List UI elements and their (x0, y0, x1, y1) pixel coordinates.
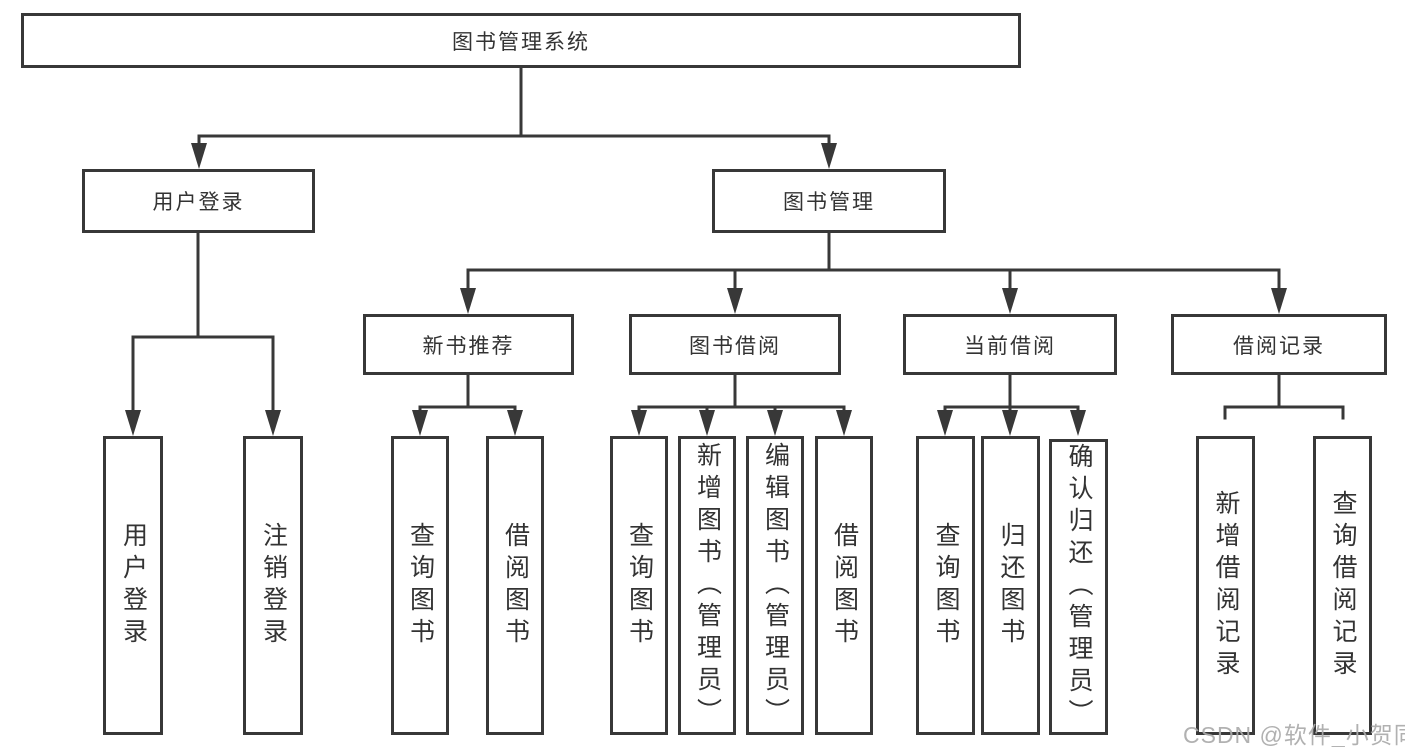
arrow-down-icon (1002, 410, 1018, 436)
leaf-borrow-books-recommend: 借阅图书 (486, 436, 544, 735)
node-book-borrowing: 图书借阅 (629, 314, 841, 375)
node-label: 注销登录 (259, 521, 288, 650)
arrow-down-icon (699, 410, 715, 436)
node-label: 编辑图书（管理员） (761, 441, 790, 730)
arrow-down-icon (767, 410, 783, 436)
arrow-down-icon (460, 288, 476, 314)
node-label: 当前借阅 (964, 334, 1056, 358)
node-label: 用户登录 (119, 521, 148, 650)
arrow-down-icon (412, 410, 428, 436)
node-label: 图书管理 (783, 191, 875, 214)
leaf-add-borrow-record: 新增借阅记录 (1196, 436, 1255, 735)
node-label: 新书推荐 (422, 334, 515, 358)
leaf-add-books-admin: 新增图书（管理员） (678, 436, 736, 735)
arrow-down-icon (125, 410, 141, 436)
arrow-down-icon (836, 410, 852, 436)
node-label: 用户登录 (152, 191, 245, 214)
node-label: 归还图书 (997, 521, 1025, 650)
watermark: CSDN @软件_小贺同学 (1183, 722, 1405, 747)
arrow-down-icon (1070, 410, 1086, 436)
node-label: 图书管理系统 (452, 30, 590, 54)
node-user-login: 用户登录 (82, 169, 315, 233)
leaf-confirm-return-admin: 确认归还（管理员） (1049, 439, 1108, 735)
arrow-down-icon (1002, 288, 1018, 314)
node-root: 图书管理系统 (21, 13, 1021, 68)
leaf-query-books-borrowing: 查询图书 (610, 436, 668, 735)
node-label: 图书借阅 (689, 334, 781, 358)
leaf-logout: 注销登录 (243, 436, 303, 735)
node-label: 新增图书（管理员） (693, 441, 722, 730)
node-book-management: 图书管理 (712, 169, 946, 233)
arrow-down-icon (191, 143, 207, 169)
node-label: 查询图书 (406, 521, 435, 650)
node-label: 查询图书 (932, 521, 960, 650)
arrow-down-icon (821, 143, 837, 169)
leaf-edit-books-admin: 编辑图书（管理员） (746, 436, 804, 735)
leaf-return-books: 归还图书 (981, 436, 1040, 735)
node-label: 查询图书 (625, 521, 654, 650)
leaf-query-books-current: 查询图书 (916, 436, 975, 735)
leaf-query-books-recommend: 查询图书 (391, 436, 449, 735)
leaf-query-borrow-record: 查询借阅记录 (1313, 436, 1372, 735)
node-new-book-recommend: 新书推荐 (363, 314, 574, 375)
node-label: 借阅图书 (830, 521, 859, 650)
leaf-borrow-books-borrowing: 借阅图书 (815, 436, 873, 735)
arrow-down-icon (631, 410, 647, 436)
node-label: 查询借阅记录 (1329, 489, 1357, 682)
node-label: 新增借阅记录 (1212, 489, 1240, 682)
node-borrowing-records: 借阅记录 (1171, 314, 1387, 375)
arrow-down-icon (1271, 288, 1287, 314)
leaf-user-login: 用户登录 (103, 436, 163, 735)
node-current-borrowing: 当前借阅 (903, 314, 1117, 375)
arrowheads (125, 143, 1287, 436)
node-label: 借阅图书 (501, 521, 530, 650)
arrow-down-icon (727, 288, 743, 314)
arrow-down-icon (507, 410, 523, 436)
node-label: 确认归还（管理员） (1065, 443, 1093, 731)
arrow-down-icon (265, 410, 281, 436)
arrow-down-icon (937, 410, 953, 436)
node-label: 借阅记录 (1233, 334, 1325, 358)
